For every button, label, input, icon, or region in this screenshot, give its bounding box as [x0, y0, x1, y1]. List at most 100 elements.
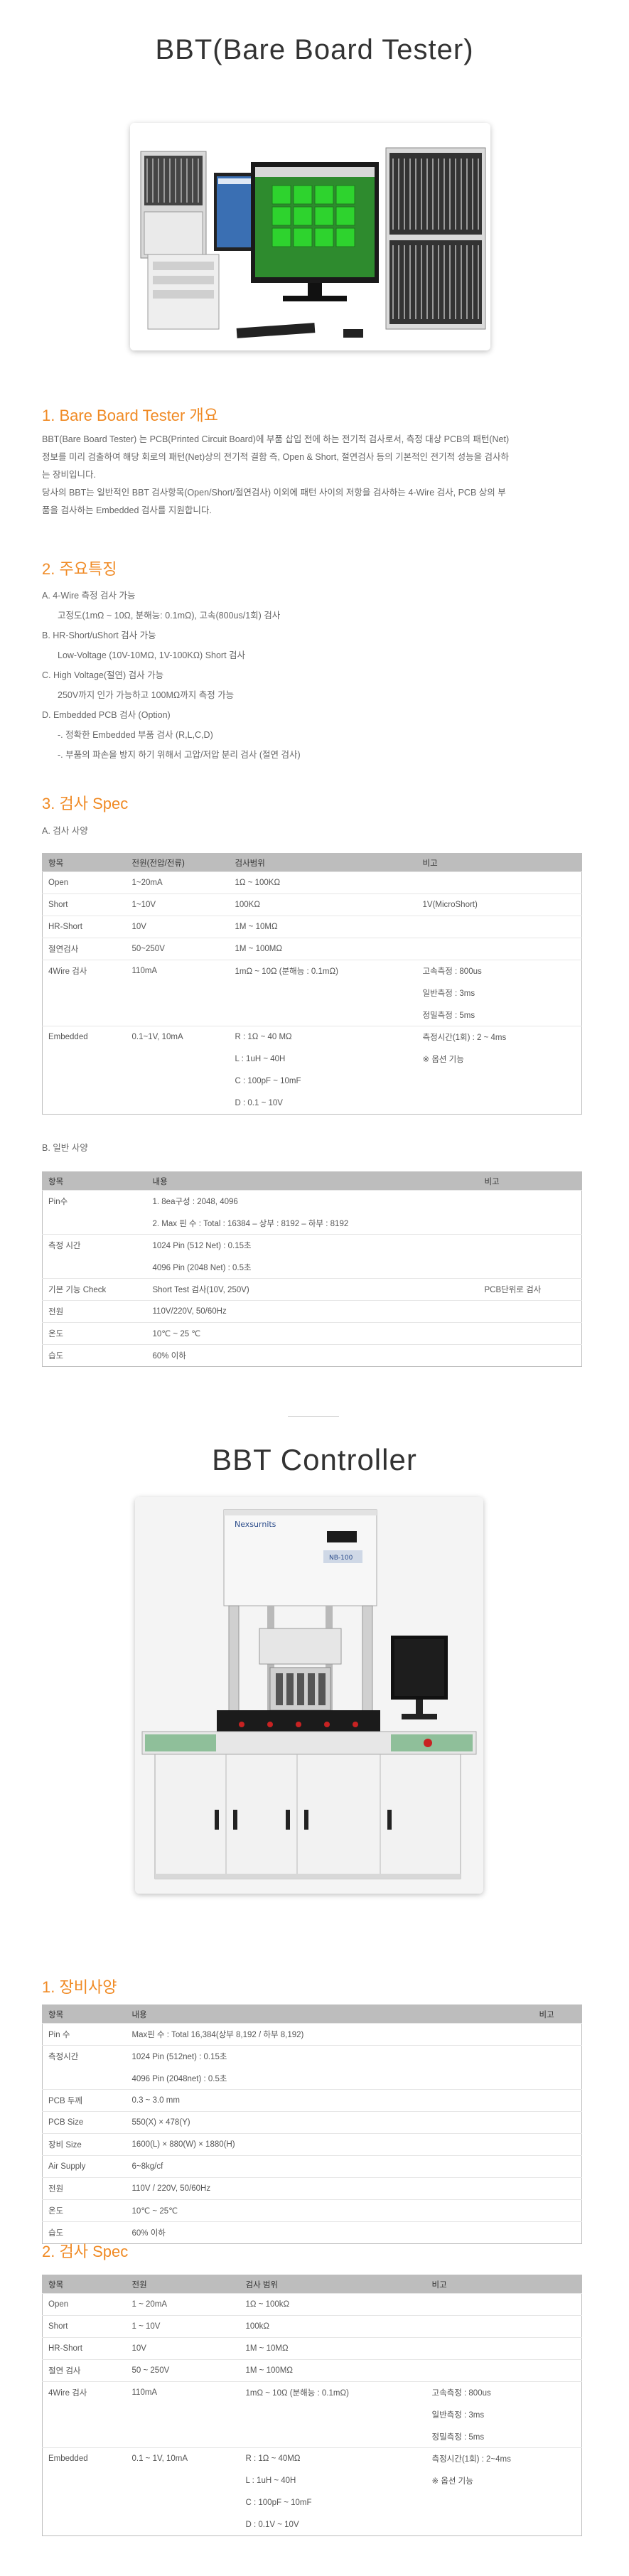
table-cell — [230, 1004, 417, 1026]
table-cell — [533, 2133, 582, 2156]
table-cell: 0.3 ~ 3.0 mm — [126, 2089, 534, 2112]
controller-equipment-heading-k: 장비사양 — [59, 1979, 117, 1997]
table-cell — [533, 2199, 582, 2222]
table-cell — [478, 1300, 582, 1323]
table-cell: 1~20mA — [126, 871, 230, 894]
table-cell: 2. Max 핀 수 : Total : 16384 – 상부 : 8192 –… — [152, 1219, 349, 1228]
table-cell: 1M ~ 10MΩ — [229, 916, 417, 938]
table-cell: Open — [42, 871, 127, 894]
table-cell — [43, 2470, 127, 2492]
table-cell: 습도 — [42, 1344, 147, 1367]
controller-equipment-heading-num: 1. — [42, 1978, 60, 1996]
table-cell — [478, 1190, 582, 1213]
table-cell: ※ 옵션 기능 — [422, 1056, 464, 1064]
table-cell — [534, 2068, 582, 2090]
table-cell — [127, 2426, 240, 2448]
table-cell: 일반측정 : 3ms — [422, 989, 475, 998]
table-cell — [127, 1070, 230, 1093]
table-cell: 1600(L) × 880(W) × 1880(H) — [126, 2133, 534, 2156]
page-title: BBT(Bare Board Tester) — [155, 34, 474, 65]
table-header-cell: 검사 범위 — [240, 2275, 426, 2294]
table-cell: 60% 이하 — [146, 1344, 479, 1367]
table-cell — [426, 2359, 582, 2382]
features-heading: 2. 주요특징 — [42, 557, 117, 579]
table-cell: 1mΩ ~ 10Ω (분해능 : 0.1mΩ) — [240, 2381, 426, 2404]
table-row: L : 1uH ~ 40H※ 옵션 기능 — [43, 2470, 582, 2492]
feature-item: B. HR-Short/uShort 검사 가능 — [42, 630, 156, 640]
table-cell: 1M ~ 100MΩ — [229, 938, 417, 960]
controller-spec-heading: 2. 검사 Spec — [42, 2239, 128, 2262]
table-cell: 1024 Pin (512net) : 0.15초 — [126, 2045, 534, 2068]
table-cell — [127, 1093, 230, 1115]
table-header-cell: 항목 — [42, 1171, 147, 1191]
table-cell — [478, 1234, 582, 1257]
table-cell — [43, 1257, 147, 1279]
table-row: 정밀측정 : 5ms — [43, 1004, 582, 1026]
table-cell — [533, 2089, 582, 2112]
table-cell — [127, 1004, 230, 1026]
table-cell: 4Wire 검사 — [42, 2381, 127, 2404]
table-cell: C : 100pF ~ 10mF — [245, 2499, 312, 2507]
table-row: 4096 Pin (2048net) : 0.5초 — [43, 2068, 582, 2090]
table-cell: 0.1~1V, 10mA — [126, 1026, 230, 1048]
spec-sub-a: A. 검사 사양 — [42, 826, 88, 836]
table-row: C : 100pF ~ 10mF — [43, 2492, 582, 2514]
table-cell: 10V — [126, 2337, 240, 2360]
table-cell: 1~10V — [126, 893, 230, 916]
table-cell: HR-Short — [42, 2337, 127, 2360]
feature-item: C. High Voltage(절연) 검사 가능 — [42, 670, 164, 680]
table-cell — [240, 2404, 426, 2426]
table-cell: Embedded — [42, 2447, 127, 2470]
table-row: 4096 Pin (2048 Net) : 0.5초 — [43, 1257, 582, 1279]
table-cell: 절연 검사 — [42, 2359, 127, 2382]
table-cell: ※ 옵션 기능 — [431, 2477, 473, 2486]
table-cell: 1mΩ ~ 10Ω (분해능 : 0.1mΩ) — [229, 960, 417, 982]
table-row: D : 0.1 ~ 10V — [43, 1093, 582, 1115]
features-heading-k: 주요특징 — [59, 561, 117, 579]
table-cell: 측정시간(1회) : 2 ~ 4ms — [416, 1026, 582, 1048]
table-cell: 절연검사 — [42, 938, 127, 960]
table-cell — [478, 1344, 582, 1367]
table-cell: 온도 — [42, 1322, 147, 1345]
table-cell: R : 1Ω ~ 40 MΩ — [229, 1026, 417, 1048]
table-cell — [426, 2315, 582, 2338]
table-cell: 장비 Size — [42, 2133, 127, 2156]
table-cell — [43, 1004, 127, 1026]
table-cell — [479, 1213, 582, 1235]
machine-brand-text: Nexsurnits — [235, 1520, 276, 1529]
table-header-cell: 비고 — [416, 853, 582, 872]
table-row: 2. Max 핀 수 : Total : 16384 – 상부 : 8192 –… — [43, 1213, 582, 1235]
table-cell: 4096 Pin (2048net) : 0.5초 — [131, 2074, 227, 2083]
machine-model-text: NB-100 — [329, 1555, 353, 1562]
table-cell: PCB단위로 검사 — [478, 1278, 582, 1301]
table-header-cell: 항목 — [42, 2275, 127, 2294]
table-cell — [43, 1093, 127, 1115]
table-cell — [426, 2514, 582, 2536]
feature-item: D. Embedded PCB 검사 (Option) — [42, 710, 171, 720]
table-cell: 10℃ ~ 25℃ — [126, 2199, 534, 2222]
table-cell: L : 1uH ~ 40H — [235, 1055, 286, 1063]
controller-title: BBT Controller — [212, 1443, 417, 1476]
table-cell — [43, 2426, 127, 2448]
table-cell: 6~8kg/cf — [126, 2155, 534, 2178]
table-cell — [43, 982, 127, 1004]
